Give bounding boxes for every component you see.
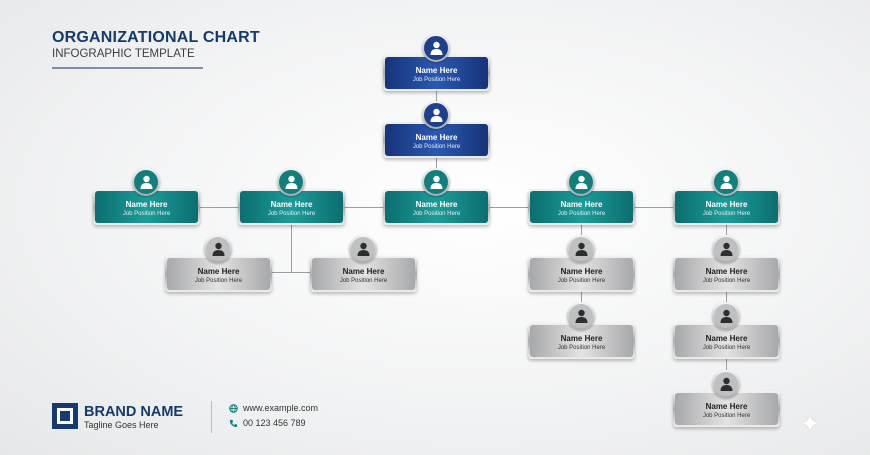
node-name: Name Here (705, 402, 748, 411)
avatar (422, 101, 450, 129)
title-divider (52, 67, 203, 69)
avatar (567, 235, 595, 263)
website-row: www.example.com (229, 403, 318, 413)
avatar (422, 34, 450, 62)
person-icon (575, 309, 587, 323)
phone-row: 00 123 456 789 (229, 418, 306, 428)
node-name: Name Here (705, 200, 748, 209)
avatar (277, 168, 305, 196)
person-icon (720, 309, 732, 323)
avatar (422, 168, 450, 196)
node-name: Name Here (415, 200, 458, 209)
person-icon (720, 175, 732, 189)
avatar (132, 168, 160, 196)
person-icon (720, 377, 732, 391)
footer-divider (211, 401, 212, 433)
chart-title: ORGANIZATIONAL CHART (52, 29, 260, 46)
person-icon (430, 175, 442, 189)
node-position: Job Position Here (339, 278, 388, 284)
connector-line (291, 225, 292, 272)
node-name: Name Here (560, 334, 603, 343)
avatar (712, 302, 740, 330)
person-icon (357, 242, 369, 256)
node-name: Name Here (560, 200, 603, 209)
brand-tagline: Tagline Goes Here (84, 420, 159, 430)
node-position: Job Position Here (412, 77, 461, 83)
person-icon (575, 242, 587, 256)
sparkle-icon: ✦ (800, 411, 821, 438)
avatar (204, 235, 232, 263)
avatar (712, 370, 740, 398)
person-icon (720, 242, 732, 256)
node-name: Name Here (270, 200, 313, 209)
brand-name: BRAND NAME (84, 404, 184, 420)
person-icon (285, 175, 297, 189)
node-position: Job Position Here (194, 278, 243, 284)
globe-icon (229, 403, 238, 413)
node-name: Name Here (705, 267, 748, 276)
chart-subtitle: INFOGRAPHIC TEMPLATE (52, 48, 195, 60)
brand-logo-icon (52, 403, 78, 429)
avatar (712, 168, 740, 196)
avatar (567, 302, 595, 330)
node-position: Job Position Here (412, 144, 461, 150)
avatar (349, 235, 377, 263)
avatar (567, 168, 595, 196)
person-icon (212, 242, 224, 256)
node-position: Job Position Here (557, 211, 606, 217)
node-position: Job Position Here (702, 278, 751, 284)
node-name: Name Here (125, 200, 168, 209)
node-position: Job Position Here (412, 211, 461, 217)
node-name: Name Here (560, 267, 603, 276)
node-name: Name Here (705, 334, 748, 343)
node-name: Name Here (415, 66, 458, 75)
node-name: Name Here (342, 267, 385, 276)
node-position: Job Position Here (122, 211, 171, 217)
node-position: Job Position Here (702, 413, 751, 419)
node-name: Name Here (415, 133, 458, 142)
person-icon (140, 175, 152, 189)
node-position: Job Position Here (702, 345, 751, 351)
node-name: Name Here (197, 267, 240, 276)
node-position: Job Position Here (557, 278, 606, 284)
connector-line (272, 272, 310, 273)
person-icon (575, 175, 587, 189)
phone-number: 00 123 456 789 (243, 418, 306, 428)
node-position: Job Position Here (267, 211, 316, 217)
node-position: Job Position Here (702, 211, 751, 217)
avatar (712, 235, 740, 263)
website-link[interactable]: www.example.com (243, 403, 319, 413)
person-icon (430, 41, 442, 55)
person-icon (430, 108, 442, 122)
phone-icon (229, 419, 238, 427)
node-position: Job Position Here (557, 345, 606, 351)
